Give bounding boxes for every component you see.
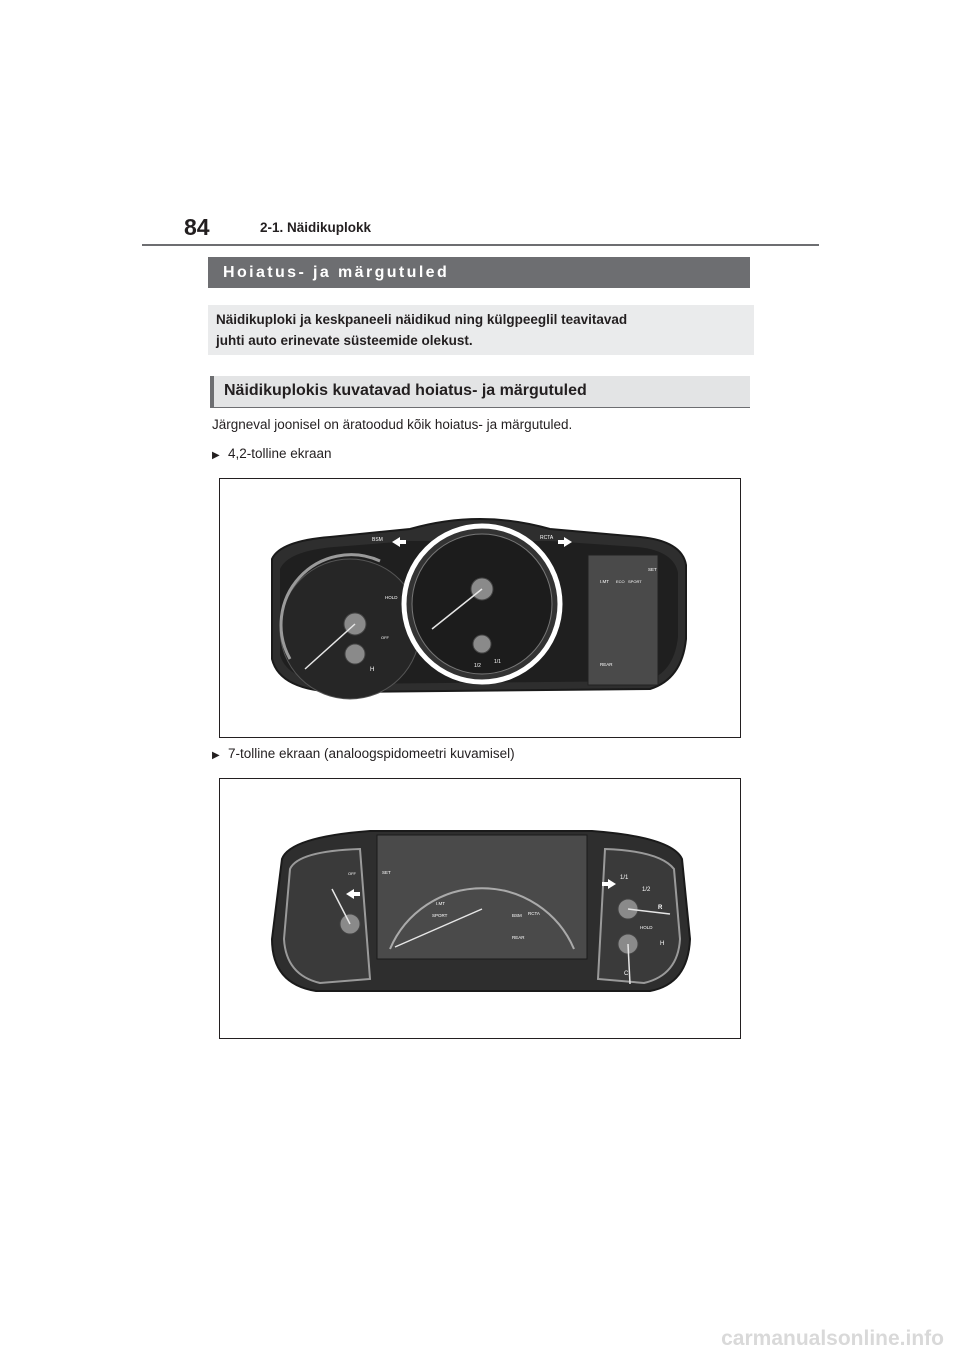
label-rear: REAR xyxy=(600,662,613,667)
bullet-arrow-icon: ▶ xyxy=(212,450,220,461)
label-bsm: BSM xyxy=(372,537,383,543)
speedometer-needle xyxy=(431,588,483,630)
label-hold: HOLD xyxy=(385,595,398,600)
label-half: 1/2 xyxy=(474,663,481,669)
speedometer-needle xyxy=(394,908,483,948)
intro-line-2: juhti auto erinevate süsteemide olekust. xyxy=(216,333,473,348)
multi-info-display xyxy=(587,554,659,686)
figure-1-cluster-4-2-inch: BSM RCTA HOLD SET I.MT ECO SPORT REAR H … xyxy=(219,478,741,738)
speedometer-face xyxy=(411,533,553,675)
label-set: SET xyxy=(648,567,657,572)
label-c: C xyxy=(624,971,629,977)
center-display xyxy=(376,834,588,960)
label-rcta: RCTA xyxy=(528,911,540,916)
label-full: 1/1 xyxy=(494,659,501,665)
fuel-knob xyxy=(472,634,492,654)
label-hold: HOLD xyxy=(640,925,653,930)
cluster-4-2-illustration: BSM RCTA HOLD SET I.MT ECO SPORT REAR H … xyxy=(271,518,687,700)
turn-right-arrow-icon xyxy=(558,537,572,547)
left-gauge-arc xyxy=(279,553,381,660)
label-off: OFF xyxy=(348,871,357,876)
left-gauge-needle xyxy=(304,623,356,670)
header-divider xyxy=(142,244,819,246)
label-off: OFF xyxy=(381,635,390,640)
turn-right-arrow-icon xyxy=(602,879,616,889)
label-imt: I.MT xyxy=(600,579,609,584)
label-full: 1/1 xyxy=(620,875,629,881)
label-half: 1/2 xyxy=(642,887,651,893)
label-bsm: BSM xyxy=(512,913,522,918)
label-imt: I.MT xyxy=(436,901,445,906)
section-title: Hoiatus- ja märgutuled xyxy=(208,257,750,288)
label-rear: REAR xyxy=(512,935,525,940)
label-set: SET xyxy=(382,870,391,875)
figure-1-caption-text: 4,2-tolline ekraan xyxy=(228,446,332,461)
bullet-arrow-icon: ▶ xyxy=(212,750,220,761)
page-number: 84 xyxy=(184,214,210,240)
label-sport: SPORT xyxy=(628,579,642,584)
footer-watermark[interactable]: carmanualsonline.info xyxy=(721,1327,944,1350)
label-r: R xyxy=(658,905,663,911)
left-gauge-needle xyxy=(331,888,351,925)
figure-2-caption-text: 7-tolline ekraan (analoogspidomeetri kuv… xyxy=(228,746,515,761)
intro-box: Näidikuploki ja keskpaneeli näidikud nin… xyxy=(208,305,754,355)
figure-2-caption: ▶ 7-tolline ekraan (analoogspidomeetri ku… xyxy=(212,746,515,761)
turn-left-arrow-icon xyxy=(392,537,406,547)
section-reference: 2-1. Näidikuplokk xyxy=(260,220,372,235)
fuel-needle xyxy=(627,908,671,915)
speedometer-arc xyxy=(389,887,575,950)
left-gauge xyxy=(282,847,372,985)
cluster-7-inch-illustration: OFF SET I.MT SPORT BSM RCTA REAR HOLD 1/… xyxy=(270,830,692,992)
label-rcta: RCTA xyxy=(540,535,554,541)
right-gauge xyxy=(596,847,682,985)
label-h: H xyxy=(660,941,664,947)
label-eco: ECO xyxy=(616,579,625,584)
turn-left-arrow-icon xyxy=(346,889,360,899)
subheading: Näidikuplokis kuvatavad hoiatus- ja märg… xyxy=(210,376,750,408)
label-h: H xyxy=(370,667,374,673)
label-sport: SPORT xyxy=(432,913,448,918)
left-gauge-knob-lower xyxy=(344,643,366,665)
figure-2-cluster-7-inch: OFF SET I.MT SPORT BSM RCTA REAR HOLD 1/… xyxy=(219,778,741,1039)
intro-line-1: Näidikuploki ja keskpaneeli näidikud nin… xyxy=(216,312,628,327)
body-paragraph: Järgneval joonisel on äratoodud kõik hoi… xyxy=(212,417,573,432)
figure-1-caption: ▶ 4,2-tolline ekraan xyxy=(212,446,332,461)
temp-needle xyxy=(627,943,631,985)
